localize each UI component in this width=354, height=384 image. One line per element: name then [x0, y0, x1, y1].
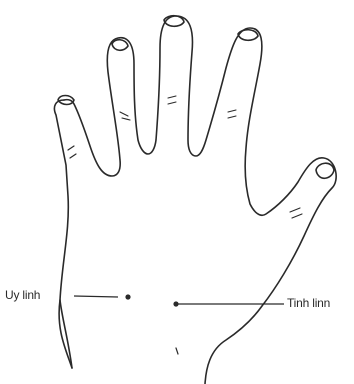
left-point-label: Uy linh	[5, 289, 40, 301]
ring-nail	[238, 30, 258, 41]
left-pointer-line	[74, 296, 118, 297]
right-point-marker	[173, 301, 178, 306]
hand-outline-wrist-right	[64, 16, 336, 384]
pinky-nail	[316, 163, 334, 178]
index-nail	[112, 40, 128, 51]
hand-outline	[54, 100, 72, 368]
right-point-label: Tinh linn	[287, 297, 330, 309]
middle-crease	[168, 96, 176, 104]
middle-nail	[164, 16, 184, 27]
left-point-marker	[125, 294, 130, 299]
ring-crease	[228, 110, 236, 118]
wrist-dash	[176, 348, 178, 354]
thumb-crease	[68, 146, 76, 158]
index-crease	[120, 112, 130, 120]
pinky-crease	[290, 208, 302, 218]
